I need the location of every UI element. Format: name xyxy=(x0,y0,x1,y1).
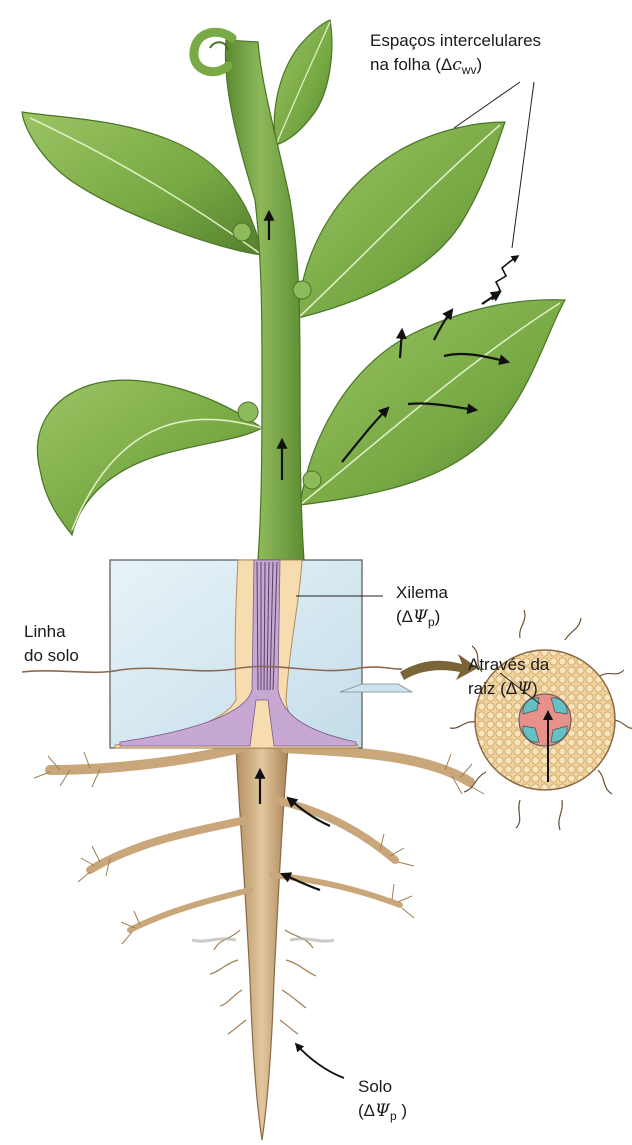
vapor-zigzag xyxy=(492,256,518,300)
label-leaf-spaces: Espaços intercelulares na folha (Δcwv) xyxy=(370,31,541,77)
root-cross-section xyxy=(340,610,632,830)
slice-arrow xyxy=(400,654,478,680)
side-bud xyxy=(238,402,258,422)
leaf-spaces-label-line2: na folha (Δcwv) xyxy=(370,55,482,77)
root-label-line2: raiz (ΔΨ) xyxy=(468,679,538,699)
taproot xyxy=(236,748,288,1140)
label-soil-line: Linha do solo xyxy=(24,622,79,665)
soil-label-line1: Solo xyxy=(358,1077,392,1096)
leaf-spaces-label-line1: Espaços intercelulares xyxy=(370,31,541,50)
leaf-lower-left xyxy=(37,380,262,535)
label-xylem: Xilema (ΔΨp) xyxy=(396,583,449,629)
xylem-label-line1: Xilema xyxy=(396,583,449,602)
label-soil: Solo (ΔΨp ) xyxy=(358,1077,407,1123)
side-bud xyxy=(303,471,321,489)
stem-base-inset xyxy=(22,560,402,748)
roots xyxy=(34,748,484,1140)
soil-label-line2: (ΔΨp ) xyxy=(358,1101,407,1123)
xylem-label-line2: (ΔΨp) xyxy=(396,607,440,629)
side-bud xyxy=(293,281,311,299)
leaf-lower-right xyxy=(300,300,565,505)
soil-line-label-line2: do solo xyxy=(24,646,79,665)
side-bud xyxy=(233,223,251,241)
leaf-upper-left xyxy=(22,112,262,255)
soil-line-label-line1: Linha xyxy=(24,622,66,641)
root-label-line1: Através da xyxy=(468,655,550,674)
